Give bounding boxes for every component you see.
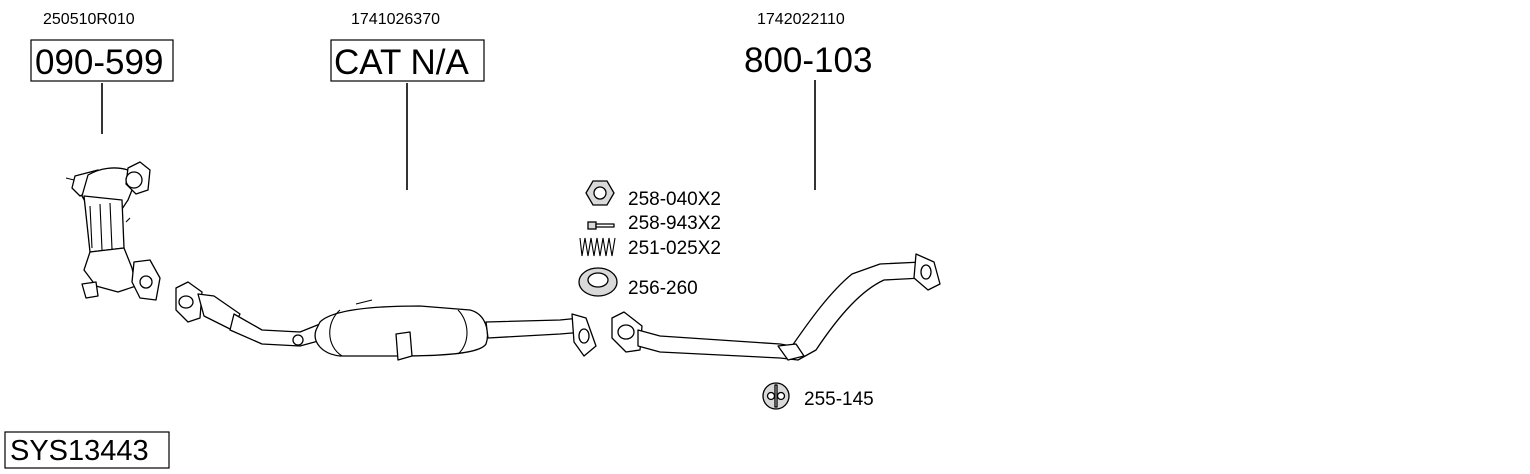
oe-number-label: 1741026370 [351,11,440,28]
fitting-item[interactable]: 256-260 [578,267,698,299]
system-code-box [4,431,170,469]
fitting-label: 251-025X2 [628,238,721,259]
fitting-item[interactable]: 258-943X2 [587,213,721,234]
bolt-icon [587,221,615,230]
front-pipe-drawing [611,253,941,361]
fitting-item[interactable]: 258-040X2 [585,180,721,210]
fitting-label: 255-145 [804,389,874,410]
catalyst-pipe-drawing [175,281,597,361]
fitting-label: 256-260 [628,278,698,299]
part-code-label: 800-103 [744,41,872,80]
oe-number-label: 1742022110 [757,11,845,28]
spring-icon [579,237,616,257]
part-code-label: CAT N/A [334,43,469,82]
fitting-label: 258-040X2 [628,189,721,210]
hex-nut-icon [585,180,615,206]
part-group-front-pipe[interactable]: 1742022110 800-103 [611,11,941,361]
part-group-manifold[interactable]: 250510R010 090-599 [30,11,174,301]
system-code-badge: SYS13443 [4,431,170,469]
fittings-list: 258-040X2 258-943X2 251-025X2 256-260 [578,180,874,410]
part-code-box [30,39,174,82]
oe-number-label: 250510R010 [43,11,135,28]
part-code-label: 090-599 [35,43,163,82]
fitting-item[interactable]: 251-025X2 [579,237,721,259]
gasket-ring-icon [578,267,618,297]
fitting-item[interactable]: 255-145 [762,382,874,410]
part-code-box [330,39,485,82]
part-group-catalyst[interactable]: 1741026370 CAT N/A [175,11,597,361]
manifold-catalyst-drawing [65,161,161,301]
fitting-label: 258-943X2 [628,213,721,234]
system-code-label: SYS13443 [10,435,149,467]
rubber-hanger-icon [762,382,790,410]
